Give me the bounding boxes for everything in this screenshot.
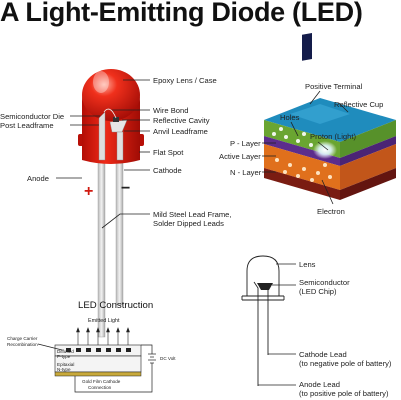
cathode-label: Cathode [153, 166, 182, 175]
led-outline [241, 255, 285, 386]
cathode-lead-label-2: (to negative pole of battery) [299, 359, 392, 368]
wire-bond [103, 108, 117, 119]
cathode-lead-label-1: Cathode Lead [299, 350, 347, 359]
lead-frame-label-2: Solder Dipped Leads [153, 219, 224, 228]
flat-spot-label: Flat Spot [153, 148, 184, 157]
page-title: A Light-Emitting Diode (LED) [0, 0, 363, 27]
outline-leaders [258, 263, 296, 386]
dc-circuit [74, 344, 156, 393]
construction-layers [54, 344, 142, 377]
diffused-label-2: P-type [57, 354, 71, 359]
chip-block [264, 32, 396, 200]
minus-sign: − [121, 180, 130, 197]
gold-film [54, 371, 142, 377]
anode-lead-label-2: (to positive pole of battery) [299, 389, 389, 398]
reflective-cup-label: Reflective Cup [334, 100, 383, 109]
positive-terminal-pad [302, 32, 312, 61]
semiconductor-die-label: Semiconductor Die [0, 112, 64, 121]
n-layer-label: N - Layer [230, 168, 262, 177]
construction-title: LED Construction [78, 300, 153, 311]
lead-frame-label-1: Mild Steel Lead Frame, [153, 210, 232, 219]
electrons [275, 158, 332, 182]
p-layer-label: P - Layer [230, 139, 261, 148]
semiconductor-label-1: Semiconductor [299, 278, 350, 287]
positive-terminal-label: Positive Terminal [305, 82, 363, 91]
electron-label: Electron [317, 207, 345, 216]
gold-film-label-1: Gold Film Cathode [82, 379, 121, 384]
dc-volt-label: DC Volt [160, 356, 176, 361]
chip-leaders [262, 90, 349, 205]
gold-film-label-2: Connection [88, 385, 112, 390]
lens-outline [246, 255, 280, 296]
lens-label: Lens [299, 260, 316, 269]
post-leadframe-label: Post Leadframe [0, 121, 54, 130]
anode-label: Anode [27, 174, 49, 183]
active-layer-label: Active Layer [219, 152, 261, 161]
anvil-leadframe-label: Anvil Leadframe [153, 127, 208, 136]
charge-carrier-label-2: Recombination [7, 342, 38, 347]
semiconductor-label-2: (LED Chip) [299, 287, 337, 296]
proton-light [313, 141, 337, 159]
epitaxial-label-2: N-type [57, 367, 71, 372]
emitted-light-arrows [76, 327, 130, 345]
epitaxial-label-1: Epitaxial [57, 362, 74, 367]
holes-label: Holes [280, 113, 300, 122]
charge-carrier-label-1: Charge Carrier [7, 336, 38, 341]
epoxy-dome [82, 69, 140, 121]
led-chip [257, 283, 273, 290]
proton-label: Proton (Light) [310, 132, 356, 141]
post-leadframe [98, 111, 106, 161]
led-leaders [56, 79, 150, 229]
cathode-lead [115, 154, 124, 306]
wire-bond-label: Wire Bond [153, 106, 188, 115]
holes [272, 127, 313, 147]
semiconductor-die [113, 117, 119, 122]
diffused-label-1: Diffused [57, 349, 74, 354]
emitted-light-label: Emitted Light [88, 318, 120, 324]
anode-lead-label-1: Anode Lead [299, 380, 340, 389]
led-drawing [78, 69, 144, 338]
epoxy-lens-label: Epoxy Lens / Case [153, 76, 217, 85]
reflective-cavity-label: Reflective Cavity [153, 116, 210, 125]
plus-sign: + [84, 183, 93, 200]
